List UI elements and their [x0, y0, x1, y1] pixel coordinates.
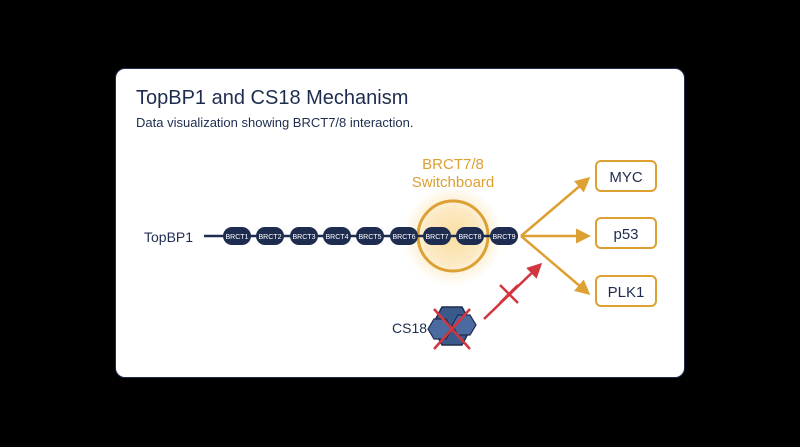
target-label-plk1: PLK1 [608, 284, 645, 301]
signal-arrows [520, 177, 591, 295]
target-box-myc [595, 160, 657, 192]
switchboard-label-line2: Switchboard [412, 174, 495, 191]
blocked-x-icon [499, 284, 519, 304]
arrow-to-plk1 [520, 235, 591, 295]
switchboard-label-line1: BRCT7/8 [422, 156, 484, 173]
inhibitor-label: CS18 [392, 320, 427, 336]
brct-domain-label: BRCT7 [426, 234, 449, 241]
brct-domain-label: BRCT8 [459, 234, 482, 241]
brct-domain-bead [223, 227, 251, 245]
brct-domain-bead [290, 227, 318, 245]
target-box-p53 [595, 217, 657, 249]
brct-domain-bead [323, 227, 351, 245]
target-box-plk1 [595, 275, 657, 307]
target-label-p53: p53 [613, 226, 638, 243]
inhibited-x-icon [433, 308, 471, 350]
brct-domain-label: BRCT4 [326, 234, 349, 241]
mechanism-diagram: BRCT7/8 Switchboard TopBP1 BRCT1 BRCT2 B… [144, 156, 657, 350]
brct-domain-bead [423, 227, 451, 245]
page-subtitle: Data visualization showing BRCT7/8 inter… [136, 115, 414, 130]
brct-domain-chain: BRCT1 BRCT2 BRCT3 BRCT4 BRCT5 BRCT6 BRCT… [223, 227, 518, 245]
target-label-myc: MYC [609, 169, 643, 186]
brct-domain-label: BRCT6 [393, 234, 416, 241]
brct-domain-label: BRCT2 [259, 234, 282, 241]
brct-domain-bead [256, 227, 284, 245]
page-title: TopBP1 and CS18 Mechanism [136, 87, 409, 109]
brct-domain-bead [390, 227, 418, 245]
brct-domain-label: BRCT3 [293, 234, 316, 241]
arrow-to-myc [520, 177, 591, 237]
diagram-card: TopBP1 and CS18 Mechanism Data visualiza… [115, 68, 685, 378]
brct-domain-bead [356, 227, 384, 245]
protein-label: TopBP1 [144, 229, 193, 245]
cs18-molecule-icon [427, 306, 477, 346]
brct-domain-bead [456, 227, 484, 245]
brct-domain-label: BRCT1 [226, 234, 249, 241]
brct-domain-label: BRCT5 [359, 234, 382, 241]
brct-domain-bead [490, 227, 518, 245]
brct-domain-label: BRCT9 [493, 234, 516, 241]
